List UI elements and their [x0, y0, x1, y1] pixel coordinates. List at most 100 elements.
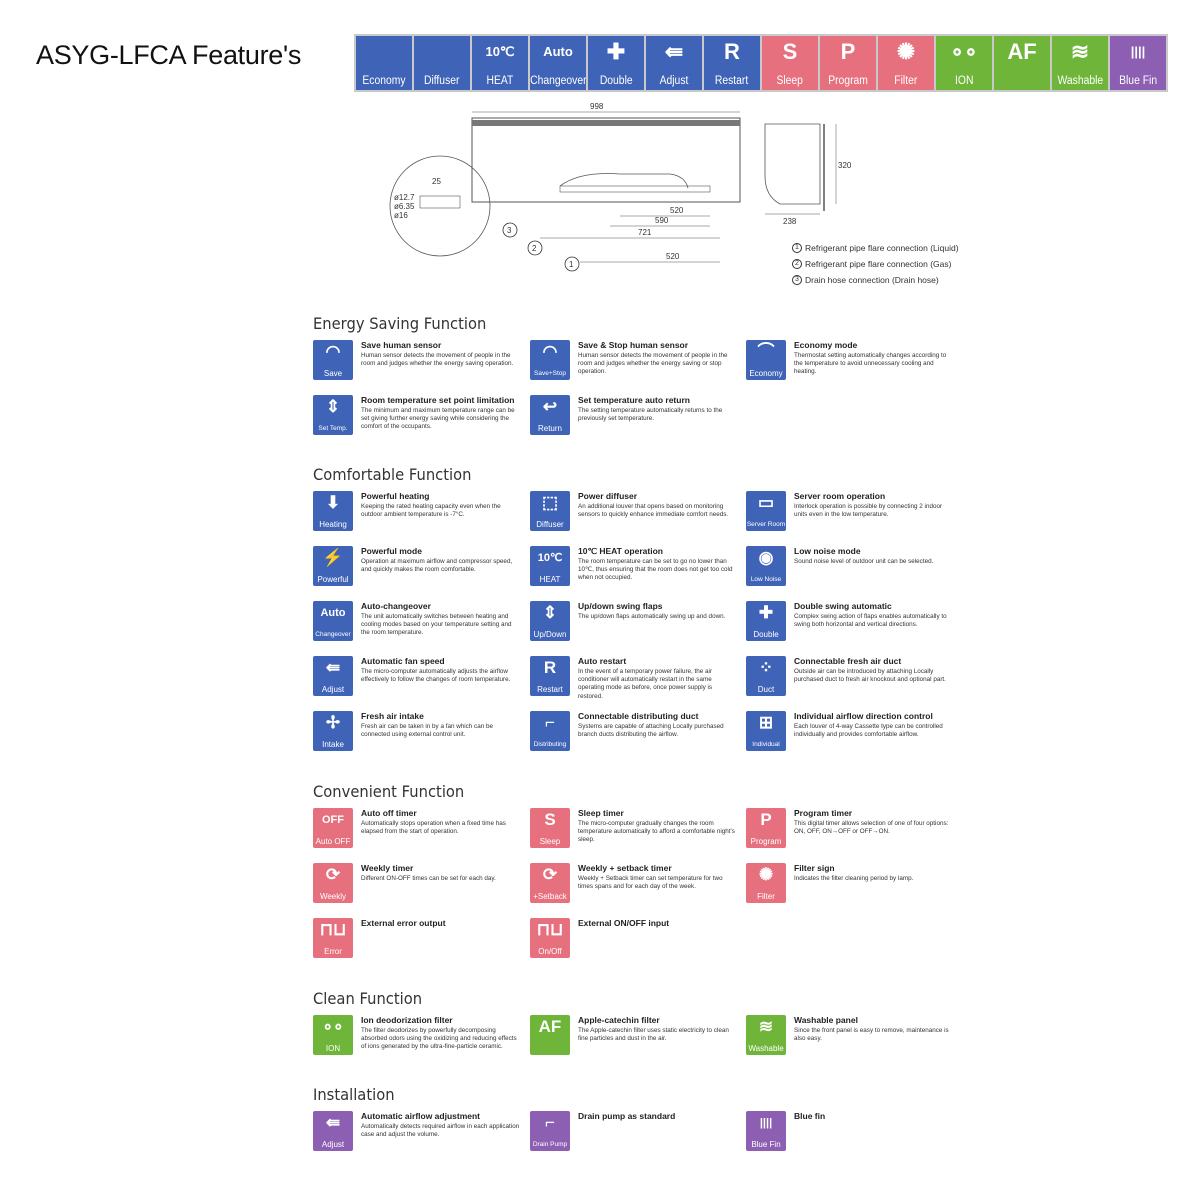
feature-description: The room temperature can be set to go no…: [578, 558, 733, 582]
apple-filter-icon-glyph: AF: [1007, 39, 1037, 64]
powerful-mode-icon: ⚡ Powerful: [313, 546, 353, 586]
feature-icon-glyph: R: [543, 658, 557, 677]
feature-icon-glyph: ⚡: [322, 548, 344, 567]
feature-title: Drain pump as standard: [578, 1111, 676, 1121]
legend-number: 1: [792, 243, 802, 253]
feature-icon-glyph: ◜◝: [543, 342, 557, 361]
header-icon-label: ION: [954, 75, 974, 87]
feature-description: Indicates the filter cleaning period by …: [794, 875, 914, 882]
feature-title: Auto restart: [578, 656, 627, 666]
feature-icon-label: Return: [537, 424, 562, 433]
feature-title: Fresh air intake: [361, 711, 424, 721]
pipe-dia-1: ø12.7: [394, 193, 415, 202]
feature-description: An additional louver that opens based on…: [578, 503, 729, 519]
feature-title: Auto off timer: [361, 808, 417, 818]
feature-title: Powerful heating: [361, 491, 430, 501]
feature-icon-glyph: ⁘: [758, 658, 774, 677]
feature-icon-glyph: ⬇: [325, 493, 341, 512]
feature-icon-label: Changeover: [315, 631, 351, 638]
feature-title: Set temperature auto return: [578, 395, 690, 405]
dim-590: 590: [655, 216, 669, 225]
feature-description: The setting temperature automatically re…: [578, 407, 723, 423]
header-icon-label: Double: [599, 75, 633, 87]
unit-top-grille: [472, 120, 740, 126]
feature-description: Automatically detects required airflow i…: [361, 1123, 520, 1139]
feature-description: Sound noise level of outdoor unit can be…: [794, 558, 934, 565]
feature-description: Outside air can be introduced by attachi…: [794, 668, 946, 684]
feature-description: Automatically stops operation when a fix…: [361, 820, 506, 836]
washable-feature-icon: ≋Washable: [746, 1015, 786, 1055]
ion-dots-icon-glyph: ∘∘: [950, 39, 978, 64]
feature-description: The Apple-catechin filter uses static el…: [578, 1027, 729, 1043]
feature-title: Low noise mode: [794, 546, 861, 556]
feature-icon-glyph: ⬚: [541, 493, 559, 512]
feature-description: The micro-computer gradually changes the…: [578, 820, 735, 844]
updown-swing-icon: ⇕Up/Down: [530, 601, 570, 641]
detail-circle: [389, 155, 491, 257]
feature-description: Thermostat setting automatically changes…: [794, 352, 947, 376]
feature-icon-label: Server Room: [746, 521, 786, 528]
feature-title: Save & Stop human sensor: [578, 340, 689, 350]
economy-curve-icon: Economy: [356, 36, 412, 90]
feature-description: Fresh air can be taken in by a fan which…: [361, 723, 493, 739]
server-room-icon: ▭Server Room: [746, 491, 786, 531]
washable-panel-icon: ≋ Washable: [1052, 36, 1108, 90]
fan-speed-icon: ⇚Adjust: [313, 656, 353, 696]
feature-icon-label: Low Noise: [750, 576, 782, 583]
feature-title: External error output: [361, 918, 446, 928]
feature-title: Washable panel: [794, 1015, 858, 1025]
adjust-arrows-icon-glyph: ⇚: [664, 39, 684, 64]
section-title: Clean Function: [313, 989, 423, 1008]
feature-icon-label: Powerful: [317, 575, 349, 584]
feature-title: Automatic airflow adjustment: [361, 1111, 481, 1121]
header-icon-label: Washable: [1057, 75, 1103, 87]
section-title: Installation: [313, 1085, 395, 1104]
feature-icon-glyph: ⌒: [757, 342, 775, 361]
fresh-air-duct-icon: ⁘Duct: [746, 656, 786, 696]
feature-icon-glyph: ≋: [758, 1017, 774, 1036]
pipe-dia-2: ø6.35: [394, 202, 415, 211]
feature-icon-label: Auto OFF: [315, 837, 351, 846]
feature-icon-glyph: ✚: [758, 603, 774, 622]
feature-icon-glyph: ✺: [758, 865, 774, 884]
return-icon: ↩Return: [530, 395, 570, 435]
double-swing-feature-icon: ✚Double: [746, 601, 786, 641]
feature-title: Power diffuser: [578, 491, 638, 501]
header-icon-label: Blue Fin: [1119, 75, 1157, 87]
feature-icon-label: Save: [323, 369, 343, 378]
feature-icon-glyph: ⇕: [325, 397, 341, 416]
washable-panel-icon-glyph: ≋: [1070, 39, 1090, 64]
feature-title: Connectable distributing duct: [578, 711, 699, 721]
filter-sun-icon-glyph: ✺: [896, 39, 916, 64]
double-swing-icon: ✚Double: [588, 36, 644, 90]
feature-description: Each louver of 4-way Cassette type can b…: [794, 723, 943, 739]
power-diffuser-icon: ⬚ Diffuser: [530, 491, 570, 531]
unit-dimension-drawing: 998 520 590 721 520 25 ø12.7 ø6.35 ø16 3…: [380, 96, 980, 296]
feature-icon-label: Diffuser: [536, 520, 564, 529]
header-icon-label: HEAT: [486, 75, 514, 87]
unit-body: [471, 117, 741, 203]
feature-description: The minimum and maximum temperature rang…: [361, 407, 515, 431]
header-icon-label: Economy: [362, 75, 406, 87]
feature-icon-label: Save+Stop: [534, 370, 566, 377]
